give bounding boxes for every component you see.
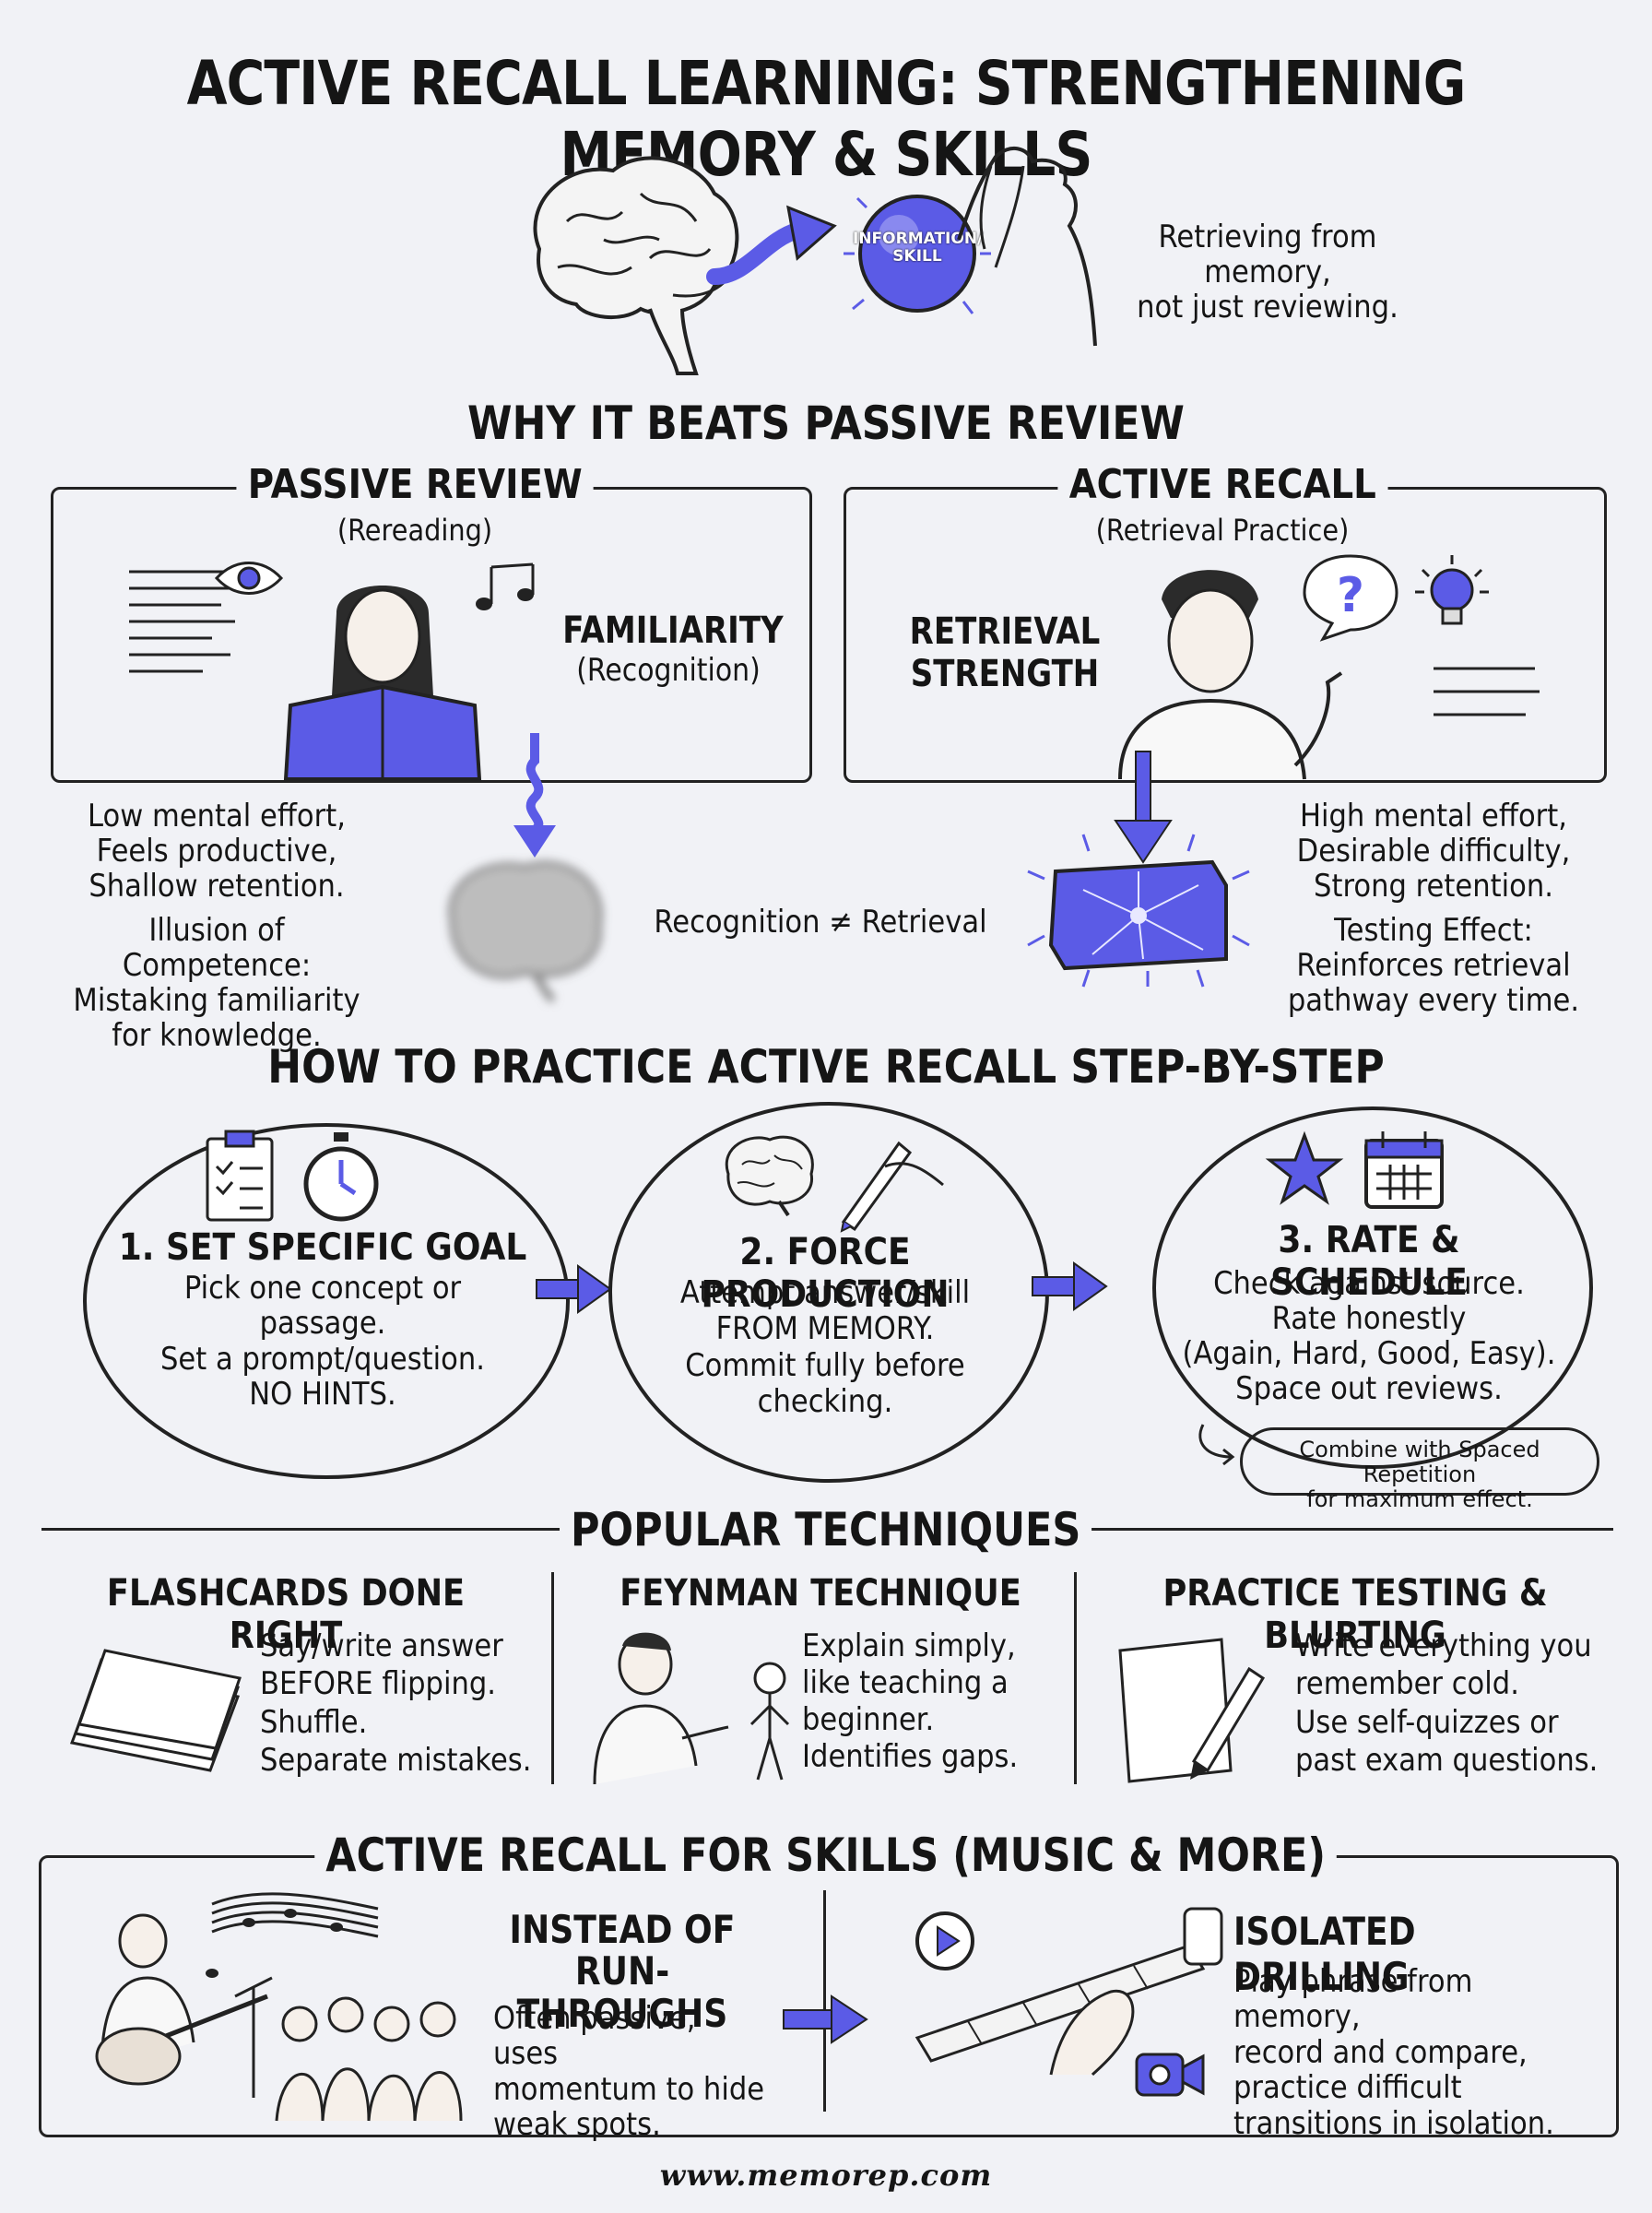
familiarity-sublabel: (Recognition) [576, 652, 761, 689]
step-3-card [1152, 1106, 1593, 1469]
illusion-of-competence-text: Illusion of Competence: Mistaking famili… [73, 912, 360, 1055]
spaced-repetition-note: Combine with Spaced Repetition for maxim… [1240, 1427, 1599, 1511]
technique-2-body: Explain simply, like teaching a beginner… [802, 1627, 1019, 1776]
active-notes: High mental effort, Desirable difficulty… [1296, 798, 1571, 905]
section-title-steps: HOW TO PRACTICE ACTIVE RECALL STEP-BY-ST… [267, 1040, 1385, 1094]
skills-left-title: INSTEAD OF RUN-THROUGHS [509, 1907, 736, 2036]
guitarist-audience-icon [95, 1892, 463, 2122]
passive-notes: Low mental effort, Feels productive, Sha… [88, 798, 346, 905]
flashcards-icon [69, 1649, 242, 1772]
curved-arrow-icon [1198, 1424, 1235, 1466]
passive-title: PASSIVE REVIEW [236, 461, 594, 508]
skills-divider [823, 1890, 826, 2112]
passive-title-wrap: PASSIVE REVIEW [51, 461, 779, 508]
technique-1-body: Say/write answer BEFORE flipping. Shuffl… [260, 1627, 532, 1780]
page-title: ACTIVE RECALL LEARNING: STRENGTHENING ME… [186, 48, 1467, 190]
passive-subtitle: (Rereading) [336, 513, 493, 548]
hero-caption: Retrieving from memory, not just reviewi… [1137, 219, 1398, 326]
hand-icon [957, 147, 1097, 347]
step-3-body: Check against source. Rate honestly (Aga… [1182, 1265, 1556, 1408]
active-title: ACTIVE RECALL [1057, 461, 1387, 508]
active-title-wrap: ACTIVE RECALL [844, 461, 1601, 508]
column-divider [551, 1572, 554, 1784]
notepad-pencil-icon [1118, 1638, 1266, 1783]
text-lines-icon [1434, 667, 1540, 716]
right-arrow-icon [1032, 1261, 1108, 1311]
technique-3-title: PRACTICE TESTING & BLURTING [1162, 1572, 1548, 1657]
right-arrow-icon [783, 1994, 868, 2044]
section-title-why: WHY IT BEATS PASSIVE REVIEW [467, 396, 1185, 450]
retrieval-strength-label: RETRIEVAL STRENGTH [909, 610, 1101, 695]
step-1-card [83, 1123, 570, 1479]
orb-glow-icon [844, 195, 991, 314]
column-divider [1074, 1572, 1077, 1784]
active-subtitle: (Retrieval Practice) [1095, 513, 1350, 548]
boy-thinking-icon [1118, 570, 1343, 780]
teacher-icon [593, 1632, 790, 1785]
orb-label: INFORMATION/ SKILL [853, 230, 984, 266]
music-notes-icon [476, 562, 535, 610]
clipboard-icon [206, 1130, 274, 1222]
step-3-title: 3. RATE & SCHEDULE [1270, 1219, 1468, 1304]
guitar-neck-hand-icon [914, 1907, 1223, 2077]
recognition-vs-retrieval: Recognition ≠ Retrieval [654, 904, 987, 941]
girl-reading-icon [283, 586, 482, 781]
play-icon [915, 1911, 974, 1970]
blurred-brain-icon [448, 861, 603, 1003]
right-arrow-icon [536, 1264, 612, 1314]
footer-url[interactable]: www.memorep.com [659, 2158, 993, 2193]
section-title-techniques: POPULAR TECHNIQUES [0, 1503, 1652, 1556]
techniques-title: POPULAR TECHNIQUES [560, 1503, 1092, 1556]
question-bubble-icon: ? [1303, 554, 1398, 642]
stopwatch-icon [303, 1132, 379, 1222]
technique-2-title: FEYNMAN TECHNIQUE [620, 1572, 1021, 1615]
arrow-icon [706, 205, 837, 285]
neural-block-icon [1027, 834, 1250, 988]
svg-text:?: ? [1337, 568, 1364, 623]
eye-icon [214, 562, 284, 595]
video-camera-icon [1135, 2053, 1205, 2097]
skills-left-body: Often passive, uses momentum to hide wea… [493, 2000, 765, 2144]
step-1-body: Pick one concept or passage. Set a promp… [160, 1270, 485, 1414]
skills-right-body: Play phrase from memory, record and comp… [1233, 1963, 1554, 2142]
skills-right-title: ISOLATED DRILLING [1233, 1909, 1416, 1999]
section-title-skills-wrap: ACTIVE RECALL FOR SKILLS (MUSIC & MORE) [0, 1828, 1652, 1882]
lightbulb-icon [1415, 555, 1489, 625]
testing-effect-text: Testing Effect: Reinforces retrieval pat… [1287, 912, 1580, 1020]
step-2-title: 2. FORCE PRODUCTION [701, 1231, 950, 1316]
star-icon [1265, 1130, 1344, 1205]
step-2-body: Attempt answer/skill FROM MEMORY. Commit… [679, 1274, 971, 1421]
squiggle-arrow-icon [513, 733, 556, 858]
calendar-icon [1364, 1131, 1444, 1209]
technique-3-body: Write everything you remember cold. Use … [1295, 1627, 1599, 1780]
step-1-title: 1. SET SPECIFIC GOAL [118, 1226, 527, 1269]
familiarity-label: FAMILIARITY [562, 609, 784, 652]
small-brain-icon [725, 1135, 814, 1217]
technique-1-title: FLASHCARDS DONE RIGHT [106, 1572, 466, 1657]
document-icon [129, 570, 240, 673]
down-arrow-icon [1114, 751, 1173, 864]
skills-title: ACTIVE RECALL FOR SKILLS (MUSIC & MORE) [314, 1828, 1338, 1882]
pen-writing-icon [840, 1141, 944, 1233]
